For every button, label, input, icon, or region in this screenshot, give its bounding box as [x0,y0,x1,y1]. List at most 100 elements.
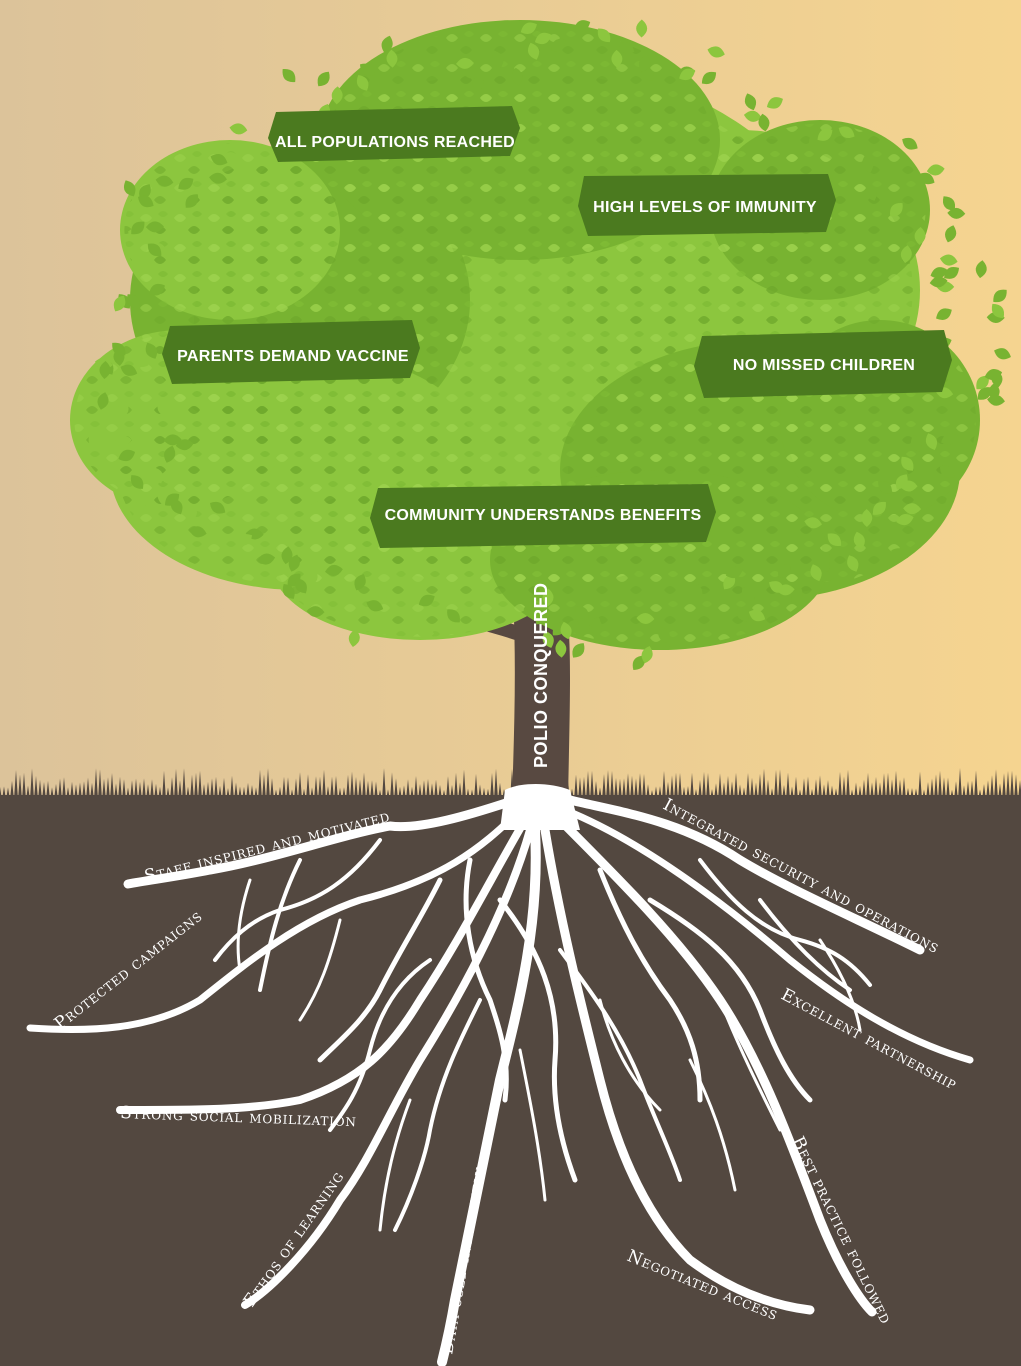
grass-blades [0,768,1021,810]
leaf [636,19,648,38]
leaf [925,433,938,450]
leaf [632,655,645,670]
leaf [229,123,248,135]
leaf [113,295,126,312]
leaf [366,600,384,612]
leaf [113,435,132,447]
leaf [118,449,136,462]
leaf [511,67,523,86]
leaf [145,221,164,233]
leaf [636,612,655,624]
leaf [147,243,162,257]
leaf [575,606,589,620]
leaf [723,574,736,590]
leaf [701,71,717,85]
leaf [456,57,474,69]
leaf [523,601,541,613]
leaf [993,289,1007,303]
leaf [306,568,318,586]
leaf [551,38,566,52]
canopy-banner-high-immunity: HIGH LEVELS OF IMMUNITY [578,174,836,236]
leaf [930,267,948,279]
leaf [348,629,360,647]
leaf [984,369,1003,381]
leaf [492,50,504,68]
foliage-texture [124,143,336,317]
leaf [597,28,611,43]
leaf [900,245,912,264]
leaf [97,392,109,410]
leaf [889,203,903,217]
leaf [861,155,874,173]
leaf [236,533,253,546]
leaf [778,563,791,579]
leaf [117,400,129,419]
trunk-label: POLIO CONQUERED [531,582,551,768]
leaf [936,308,952,320]
leaf [748,609,766,622]
banner-parents-demand-text: PARENTS DEMAND VACCINE [177,348,409,365]
leaf [853,531,865,549]
banner-community-understands-text: COMMUNITY UNDERSTANDS BENEFITS [385,507,702,524]
leaf [914,226,926,245]
leaf [527,42,540,60]
leaf [155,175,174,187]
leaf [463,67,482,79]
leaf [939,465,955,478]
leaf [472,74,484,92]
banner-no-missed-children-text: NO MISSED CHILDREN [733,357,915,374]
leaf [918,172,935,185]
leaf [725,566,743,579]
leaf [536,610,549,625]
banner-high-immunity-text: HIGH LEVELS OF IMMUNITY [593,199,817,216]
leaf [331,86,343,105]
leaf [901,456,914,471]
leaf [945,225,957,243]
leaf [447,609,460,623]
leaf [542,588,554,607]
leaf [939,254,958,266]
leaf [926,164,945,176]
canopy-banner-no-missed-children: NO MISSED CHILDREN [694,330,952,398]
leaf [804,517,822,529]
leaf [210,501,226,514]
leaf [638,55,651,73]
canopy-banner-parents-demand: PARENTS DEMAND VACCINE [162,320,420,384]
leaf [947,207,966,219]
leaf [791,587,803,604]
leaf [555,639,567,658]
leaf [120,364,138,376]
leaf [658,626,670,644]
leaf [744,93,757,111]
leaf [306,606,325,618]
leaf [910,434,922,452]
leaf [573,20,591,32]
leaf [381,35,393,53]
leaf [847,555,859,572]
leaf [994,348,1011,360]
leaf [416,627,435,639]
leaf [899,480,918,492]
leaf [572,643,585,658]
leaf [618,42,635,54]
leaf [810,564,822,582]
leaf [542,631,554,648]
leaf [108,460,122,474]
leaf [611,49,623,68]
grass-line-icon [0,768,1021,810]
leaf [944,267,960,279]
leaf [356,75,369,91]
leaf [872,501,886,515]
leaf [209,172,227,184]
canopy-banner-community-understands: COMMUNITY UNDERSTANDS BENEFITS [370,484,716,548]
leaf [94,409,112,421]
leaf [112,342,126,356]
leaf [896,514,914,526]
leaf [991,303,1004,319]
leaf [838,126,855,138]
leaf [679,68,696,81]
leaf [325,565,343,576]
leaf [288,554,300,572]
leaf [127,294,140,309]
